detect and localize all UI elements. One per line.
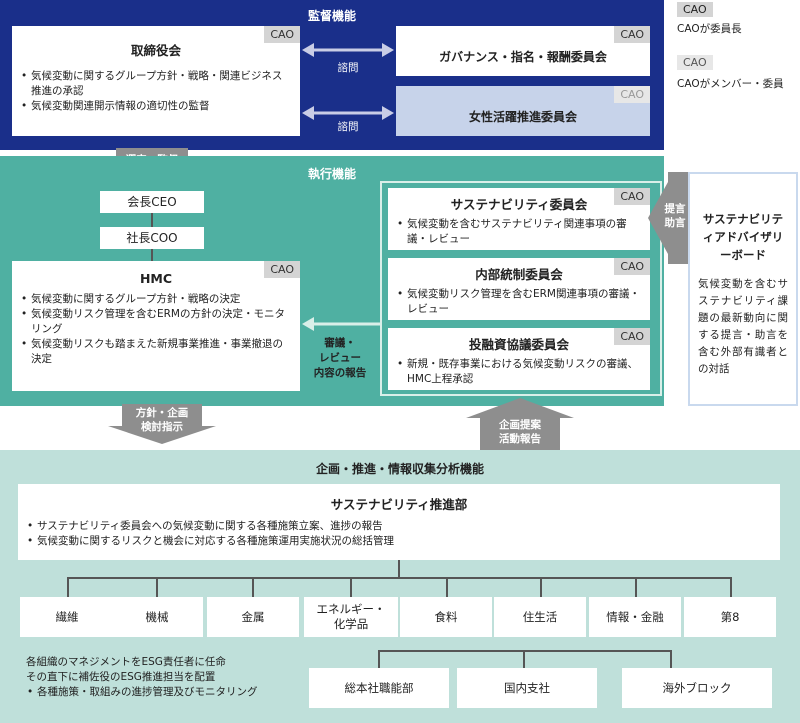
proposal-label-line: 提言 (664, 203, 686, 215)
plan-label-line: 企画提案 (499, 419, 541, 431)
proposal-label-line: 助言 (664, 217, 686, 229)
division-general-products: 住生活 (494, 597, 586, 637)
hmc-item: 気候変動リスク管理を含むERMの方針の決定・モニタリング (20, 307, 292, 337)
plan-arrow (466, 398, 574, 450)
hmc-item: 気候変動リスクも踏まえた新規事業推進・事業撤退の決定 (20, 337, 292, 367)
esg-note-line: その直下に補佐役のESG推進担当を配置 (26, 671, 216, 683)
hmc-title: HMC (139, 271, 173, 286)
women-title: 女性活躍推進委員会 (468, 110, 577, 124)
sustain-cao-tag: CAO (614, 188, 650, 205)
legend-chair-tag: CAO (677, 2, 713, 17)
governance-committee-box: CAO ガバナンス・指名・報酬委員会 (396, 26, 650, 76)
coo-label: 社長COO (126, 231, 178, 245)
esg-note-line: 各組織のマネジメントをESG責任者に任命 (26, 656, 226, 668)
consult-arrow-2 (302, 106, 394, 120)
governance-title: ガバナンス・指名・報酬委員会 (439, 50, 607, 64)
board-item: 気候変動関連開示情報の適切性の監督 (20, 99, 292, 114)
plan-arrow-label: 企画提案 活動報告 (466, 418, 574, 446)
esg-note-items: 各種施策・取組みの進捗管理及びモニタリング (26, 685, 306, 700)
policy-arrow (108, 404, 216, 444)
internal-committee-item: 気候変動リスク管理を含むERM関連事項の審議・レビュー (396, 287, 642, 317)
board-items: 気候変動に関するグループ方針・戦略・関連ビジネス推進の承認 気候変動関連開示情報… (20, 69, 292, 114)
esg-note-item: 各種施策・取組みの進捗管理及びモニタリング (26, 685, 306, 700)
group-hq-functions: 総本社職能部 (309, 668, 449, 708)
division-food: 食料 (400, 597, 492, 637)
board-title: 取締役会 (130, 43, 181, 58)
report-label-line: レビュー (319, 352, 361, 364)
internal-cao-tag: CAO (614, 258, 650, 275)
report-arrow (302, 317, 380, 331)
report-label-line: 内容の報告 (313, 367, 367, 379)
policy-label-line: 検討指示 (141, 421, 183, 433)
division-eighth: 第8 (684, 597, 776, 637)
sustain-committee-items: 気候変動を含むサステナビリティ関連事項の審議・レビュー (396, 217, 642, 247)
proposal-arrow-label: 提言 助言 (664, 202, 686, 230)
invest-cao-tag: CAO (614, 328, 650, 345)
dept-item: 気候変動に関するリスクと機会に対応する各種施策運用実施状況の総括管理 (26, 534, 772, 549)
legend-member-tag: CAO (677, 55, 713, 70)
ceo-box: 会長CEO (100, 191, 204, 213)
division-energy-chemicals: エネルギー・ 化学品 (304, 597, 398, 637)
legend-chair-text: CAOが委員長 (677, 23, 742, 35)
advisory-board-title: サステナビリティアドバイザリーボード (702, 212, 784, 262)
ceo-label: 会長CEO (127, 195, 177, 209)
dept-title: サステナビリティ推進部 (330, 497, 468, 512)
invest-committee-title: 投融資協議委員会 (468, 337, 569, 352)
committees-group (380, 181, 662, 396)
execution-heading: 執行機能 (307, 167, 356, 181)
internal-committee-items: 気候変動リスク管理を含むERM関連事項の審議・レビュー (396, 287, 642, 317)
internal-committee-title: 内部統制委員会 (475, 267, 563, 282)
group-overseas-blocks: 海外ブロック (622, 668, 772, 708)
dept-items: サステナビリティ委員会への気候変動に関する各種施策立案、進捗の報告 気候変動に関… (26, 519, 772, 549)
proposal-arrow (648, 172, 688, 264)
board-item: 気候変動に関するグループ方針・戦略・関連ビジネス推進の承認 (20, 69, 292, 99)
sustain-committee-title: サステナビリティ委員会 (450, 197, 588, 212)
dept-item: サステナビリティ委員会への気候変動に関する各種施策立案、進捗の報告 (26, 519, 772, 534)
invest-committee-items: 新規・既存事業における気候変動リスクの審議、HMC上程承認 (396, 357, 642, 387)
plan-label-line: 活動報告 (499, 433, 541, 445)
consult-label-1: 諮問 (337, 62, 359, 74)
sustain-committee-item: 気候変動を含むサステナビリティ関連事項の審議・レビュー (396, 217, 642, 247)
hmc-box: CAO HMC 気候変動に関するグループ方針・戦略の決定 気候変動リスク管理を含… (12, 261, 300, 391)
division-machinery: 機械 (111, 597, 203, 637)
esg-note: 各組織のマネジメントをESG責任者に任命 その直下に補佐役のESG推進担当を配置… (26, 655, 306, 700)
advisory-board-box: サステナビリティアドバイザリーボード 気候変動を含むサステナビリティ課題の最新動… (688, 172, 798, 406)
consult-label-2: 諮問 (337, 121, 359, 133)
consult-arrow-1 (302, 43, 394, 57)
women-cao-tag: CAO (614, 86, 650, 103)
advisory-board-body: 気候変動を含むサステナビリティ課題の最新動向に関する提言・助言を含む外部有識者と… (698, 278, 788, 375)
division-textile: 繊維 (20, 597, 114, 637)
division-ict-financial: 情報・金融 (589, 597, 681, 637)
group-domestic-branches: 国内支社 (457, 668, 597, 708)
sustainability-committee-box: CAO サステナビリティ委員会 気候変動を含むサステナビリティ関連事項の審議・レ… (388, 188, 650, 250)
legend-member-text: CAOがメンバー・委員 (677, 78, 784, 90)
hmc-item: 気候変動に関するグループ方針・戦略の決定 (20, 292, 292, 307)
governance-cao-tag: CAO (614, 26, 650, 43)
policy-arrow-label: 方針・企画 検討指示 (108, 406, 216, 434)
board-cao-tag: CAO (264, 26, 300, 43)
report-arrow-label: 審議・ レビュー 内容の報告 (302, 336, 378, 381)
hmc-items: 気候変動に関するグループ方針・戦略の決定 気候変動リスク管理を含むERMの方針の… (20, 292, 292, 367)
division-metals: 金属 (207, 597, 299, 637)
policy-label-line: 方針・企画 (135, 407, 189, 419)
hmc-cao-tag: CAO (264, 261, 300, 278)
women-committee-box: CAO 女性活躍推進委員会 (396, 86, 650, 136)
invest-committee-item: 新規・既存事業における気候変動リスクの審議、HMC上程承認 (396, 357, 642, 387)
investment-committee-box: CAO 投融資協議委員会 新規・既存事業における気候変動リスクの審議、HMC上程… (388, 328, 650, 390)
supervision-heading: 監督機能 (307, 9, 356, 23)
internal-control-committee-box: CAO 内部統制委員会 気候変動リスク管理を含むERM関連事項の審議・レビュー (388, 258, 650, 320)
board-box: CAO 取締役会 気候変動に関するグループ方針・戦略・関連ビジネス推進の承認 気… (12, 26, 300, 136)
sustainability-dept-box: サステナビリティ推進部 サステナビリティ委員会への気候変動に関する各種施策立案、… (18, 484, 780, 560)
report-label-line: 審議・ (324, 337, 356, 349)
planning-heading: 企画・推進・情報収集分析機能 (315, 462, 484, 476)
coo-box: 社長COO (100, 227, 204, 249)
